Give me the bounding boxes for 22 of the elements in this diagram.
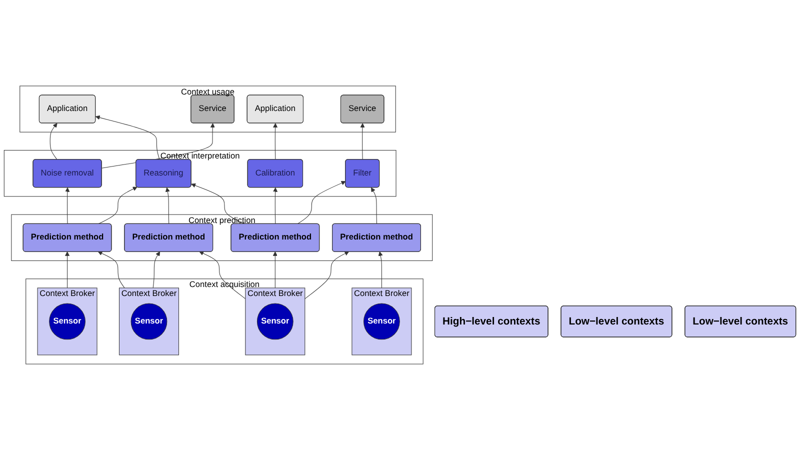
arrow (191, 183, 245, 224)
arrow (65, 187, 70, 224)
arrow (95, 115, 160, 160)
arrow (152, 251, 160, 288)
arrow (165, 187, 170, 224)
arrow (98, 186, 138, 224)
arrow (273, 123, 278, 160)
arrow (98, 251, 125, 288)
arrow (64, 251, 70, 288)
node-circle: Sensor (256, 303, 294, 340)
arrow (378, 251, 383, 288)
arrow (273, 187, 278, 224)
arrow (360, 123, 365, 160)
node-circle: Sensor (130, 303, 168, 340)
arrow (297, 180, 346, 224)
arrow (50, 123, 58, 160)
node-circle: Sensor (49, 303, 86, 340)
arrow (370, 187, 378, 224)
arrow (272, 251, 278, 288)
arrow (199, 251, 246, 300)
node-circle: Sensor (363, 303, 400, 340)
arrow (304, 251, 350, 300)
